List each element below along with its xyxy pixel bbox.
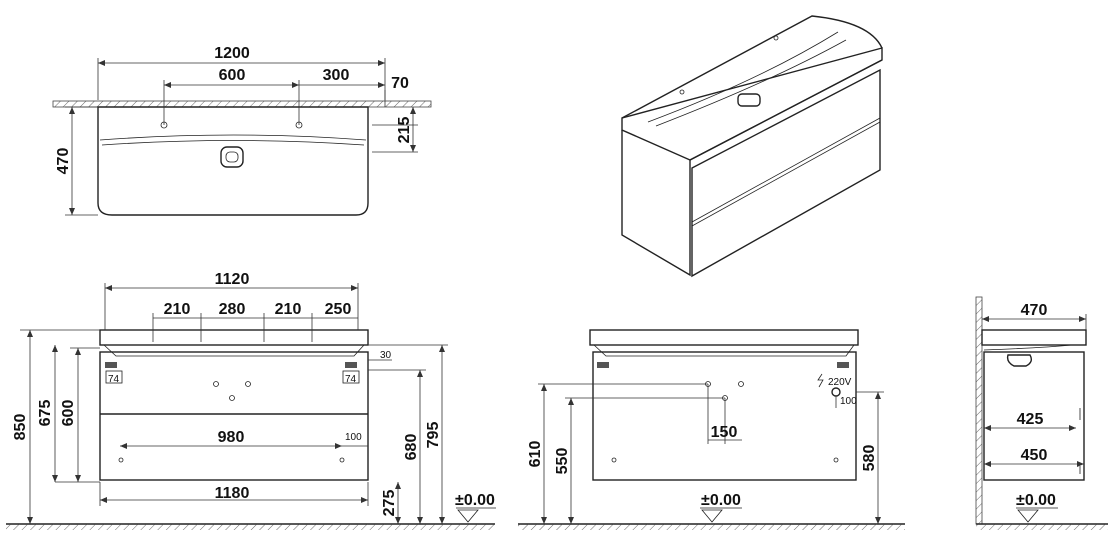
dim-600-front: 600 [60, 400, 77, 427]
dim-470-top: 470 [55, 148, 72, 175]
rear-view: 610 550 150 220V 100 580 ±0.00 [518, 329, 905, 530]
basin-edge [99, 134, 367, 141]
top-view: 1200 600 300 70 470 215 [52, 45, 432, 216]
dim-hole-4: 250 [325, 301, 352, 318]
basin-slab-side [981, 329, 1087, 346]
dim-450: 450 [1021, 447, 1048, 464]
dim-600-top: 600 [219, 67, 246, 84]
cabinet-rear-view [592, 351, 857, 481]
dim-300: 300 [323, 67, 350, 84]
floor-hatch-side [976, 524, 1108, 530]
dim-275: 275 [381, 490, 398, 517]
floor-hatch-rear [518, 524, 905, 530]
dim-hole-3: 210 [275, 301, 302, 318]
voltage-icon [817, 373, 824, 388]
basin-top [621, 47, 883, 161]
basin-outline [97, 106, 369, 216]
cabinet-left [621, 130, 691, 277]
perspective-view [621, 15, 883, 278]
wall-hatch-side [975, 296, 983, 525]
level-front: ±0.00 [455, 492, 495, 509]
dim-1120: 1120 [215, 271, 250, 288]
dim-215: 215 [396, 117, 413, 144]
floor-hatch-front [6, 524, 495, 530]
dim-580: 580 [861, 445, 878, 472]
dim-hole-2: 280 [219, 301, 246, 318]
dim-795: 795 [425, 422, 442, 449]
side-view: 470 425 450 ±0.00 [975, 296, 1108, 530]
dim-1200: 1200 [214, 45, 250, 62]
dim-30: 30 [380, 350, 392, 361]
dim-550: 550 [554, 448, 571, 475]
level-side: ±0.00 [1016, 492, 1056, 509]
dim-70: 70 [391, 75, 409, 92]
basin-edge-inner [101, 140, 365, 146]
drain-icon-3d [737, 93, 761, 107]
dim-100-rear: 100 [840, 396, 857, 407]
drain-icon [220, 146, 244, 168]
dim-470-side: 470 [1021, 302, 1048, 319]
wall-hatch [52, 100, 432, 108]
dim-100-front: 100 [345, 432, 362, 443]
cabinet-front-view [99, 351, 369, 481]
dim-hole-1: 210 [164, 301, 191, 318]
level-rear: ±0.00 [701, 492, 741, 509]
basin-slab-front [99, 329, 369, 346]
dim-74-right: 74 [345, 374, 357, 385]
basin-slab-rear [589, 329, 859, 346]
dim-680: 680 [403, 434, 420, 461]
dim-1180: 1180 [215, 485, 250, 502]
dim-150: 150 [711, 424, 738, 441]
dim-610: 610 [527, 441, 544, 468]
dim-850: 850 [12, 414, 29, 441]
cabinet-front [691, 68, 881, 278]
cabinet-side-view [983, 351, 1085, 481]
dim-74-left: 74 [108, 374, 120, 385]
socket-icon [831, 387, 841, 397]
level-marker-icon [1017, 509, 1039, 523]
dim-980: 980 [218, 429, 245, 446]
front-view: 1120 210 280 210 250 30 74 74 980 100 11… [6, 271, 496, 530]
level-marker-icon [457, 509, 479, 523]
dim-220v: 220V [828, 377, 852, 388]
dim-675: 675 [37, 400, 54, 427]
siphon-icon [1006, 354, 1033, 367]
dim-425: 425 [1017, 411, 1044, 428]
level-marker-icon [701, 509, 723, 523]
